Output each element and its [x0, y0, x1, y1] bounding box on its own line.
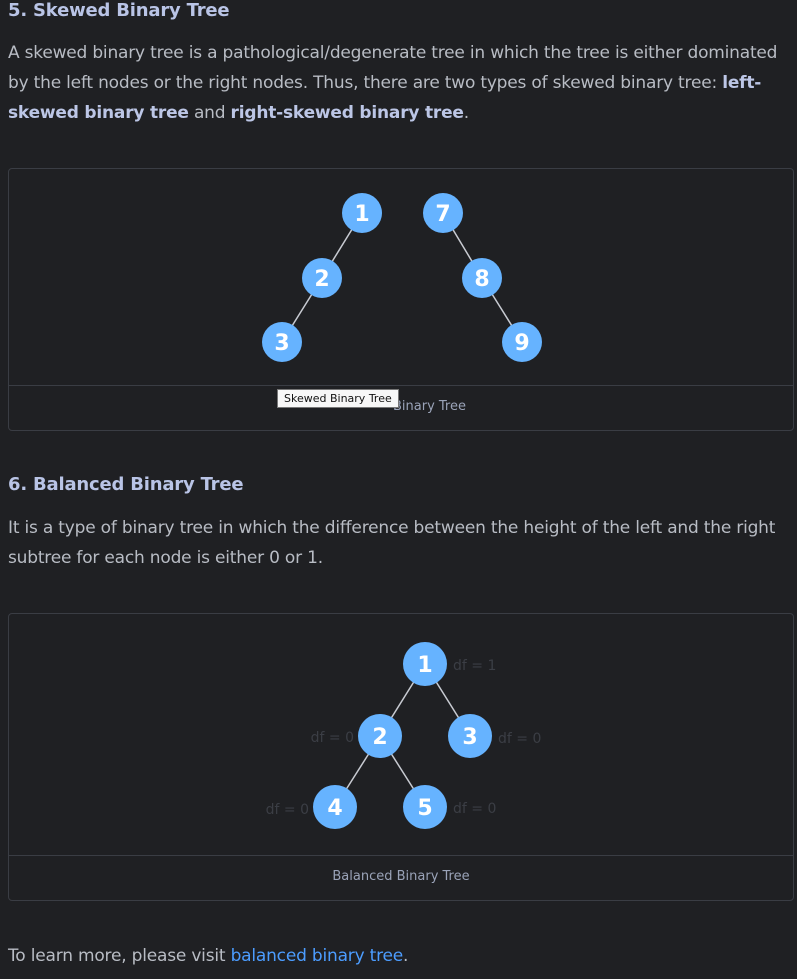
skewed-description-end: . [463, 103, 469, 123]
balanced-tree-caption: Balanced Binary Tree [332, 869, 470, 884]
balanced-tree-description: It is a type of binary tree in which the… [8, 518, 776, 568]
svg-text:1: 1 [417, 653, 432, 678]
tree-node-9: 9 [502, 322, 542, 362]
svg-text:8: 8 [474, 267, 489, 292]
learn-more-suffix: . [403, 946, 409, 966]
tree-node-2: 2 [302, 258, 342, 298]
balanced-tree-diagram: df = 1 df = 0 df = 0 df = 0 df = 0 1 2 3… [266, 642, 541, 829]
balanced-tree-caption-bar: Balanced Binary Tree [9, 855, 793, 900]
df-label-node-2: df = 0 [311, 730, 354, 746]
svg-text:2: 2 [314, 267, 329, 292]
skewed-description-and: and [188, 103, 231, 123]
balanced-node-5: 5 [403, 785, 447, 829]
df-label-node-1: df = 1 [453, 658, 496, 674]
svg-text:3: 3 [462, 725, 477, 750]
skewed-description-intro: A skewed binary tree is a pathological/d… [8, 43, 778, 93]
svg-text:1: 1 [354, 202, 369, 227]
balanced-tree-figure: df = 1 df = 0 df = 0 df = 0 df = 0 1 2 3… [8, 613, 794, 901]
df-label-node-5: df = 0 [453, 801, 496, 817]
tree-node-8: 8 [462, 258, 502, 298]
tree-node-3: 3 [262, 322, 302, 362]
learn-more-text: To learn more, please visit balanced bin… [8, 941, 793, 971]
tree-node-7: 7 [423, 193, 463, 233]
balanced-node-2: 2 [358, 714, 402, 758]
balanced-node-1: 1 [403, 642, 447, 686]
df-label-node-3: df = 0 [498, 731, 541, 747]
svg-text:9: 9 [514, 331, 529, 356]
balanced-node-3: 3 [448, 714, 492, 758]
tree-node-1: 1 [342, 193, 382, 233]
skewed-tree-caption-bar: Binary Tree [9, 385, 793, 430]
skewed-tree-figure: 1 2 3 7 8 9 Binary Tree [8, 168, 794, 431]
skewed-tree-description: A skewed binary tree is a pathological/d… [8, 38, 793, 128]
skewed-tree-heading: 5. Skewed Binary Tree [8, 0, 230, 21]
svg-text:5: 5 [417, 796, 432, 821]
balanced-binary-tree-link[interactable]: balanced binary tree [230, 946, 404, 966]
skewed-tree-diagram: 1 2 3 7 8 9 [262, 193, 542, 362]
svg-text:7: 7 [435, 202, 450, 227]
svg-text:4: 4 [327, 796, 342, 821]
learn-more-prefix: To learn more, please visit [8, 946, 231, 966]
svg-text:3: 3 [274, 331, 289, 356]
balanced-tree-heading: 6. Balanced Binary Tree [8, 474, 244, 495]
image-tooltip: Skewed Binary Tree [277, 389, 399, 408]
skewed-tree-caption: Binary Tree [393, 399, 466, 414]
svg-text:2: 2 [372, 725, 387, 750]
df-label-node-4: df = 0 [266, 802, 309, 818]
balanced-node-4: 4 [313, 785, 357, 829]
right-skewed-term: right-skewed binary tree [230, 103, 464, 123]
left-skewed-term: left-skewed binary tree [8, 73, 762, 123]
